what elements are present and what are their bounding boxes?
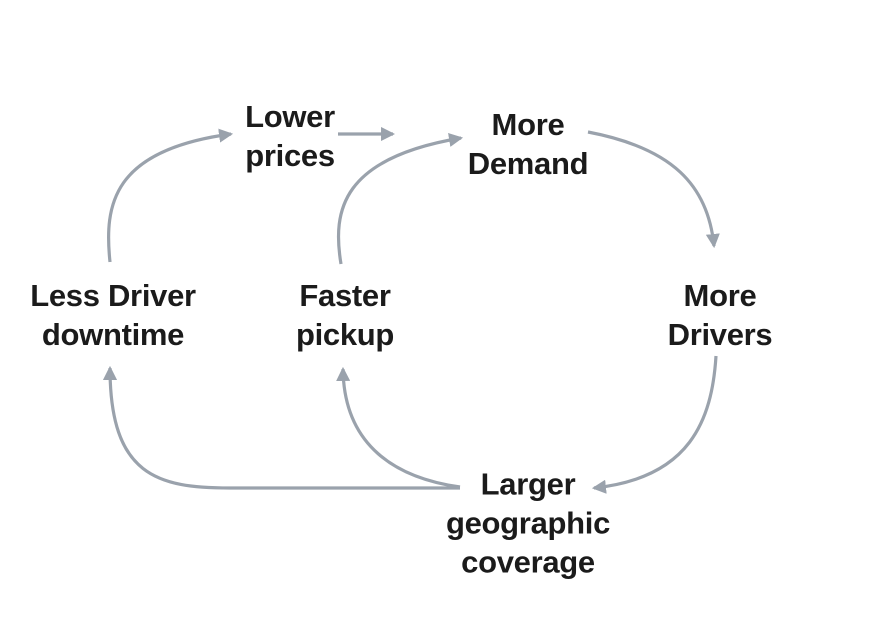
node-lower-prices: Lower prices [245,99,335,173]
node-larger-geographic-coverage: Larger geographic coverage [445,466,611,580]
arrow-larger-coverage-to-faster-pickup [336,366,461,489]
node-faster-pickup: Faster pickup [295,278,395,352]
arrow-more-drivers-to-larger-coverage [591,355,718,494]
node-more-demand: More Demand [467,107,589,181]
arrow-faster-pickup-to-more-demand [336,133,464,265]
node-more-drivers: More Drivers [667,278,773,352]
arrow-larger-coverage-to-less-downtime [102,365,460,490]
node-less-driver-downtime: Less Driver downtime [30,278,196,352]
arrow-downtime-to-lower-prices [106,128,234,263]
arrow-more-demand-to-more-drivers [587,130,720,249]
